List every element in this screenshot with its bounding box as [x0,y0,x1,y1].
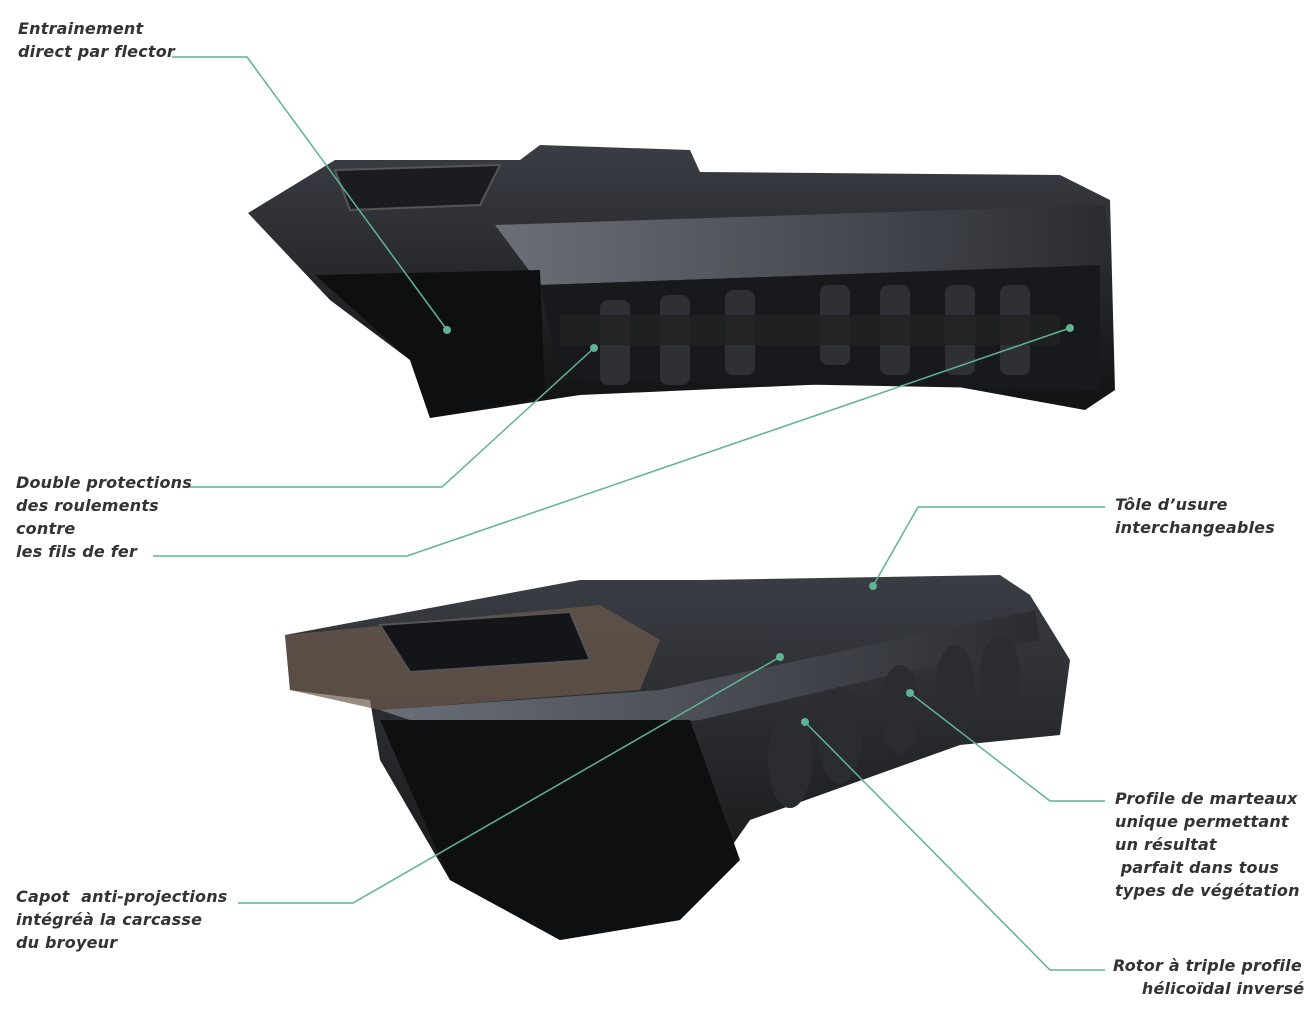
callout-line: Double protections [16,473,192,492]
callout-line: contre [16,519,76,538]
callout-dot [590,344,598,352]
leader-line-capot [238,656,781,904]
callout-capot: Capot anti-projections intégréà la carcas… [16,885,228,954]
callout-roulements: Double protections des roulements contre le… [16,471,192,563]
callout-marteaux: Profile de marteaux unique permettant un r… [1115,787,1300,902]
callout-line: les fils de fer [16,542,138,561]
callout-line: du broyeur [16,933,118,952]
leader-line-roulements-2 [153,327,1071,557]
leader-line-rotor [804,721,1105,971]
callout-dot [869,582,877,590]
callout-line: hélicoïdal inversé [1113,979,1305,998]
callout-flector: Entrainement direct par flector [18,17,175,63]
callout-line: Profile de marteaux [1115,789,1298,808]
callout-line: unique permettant [1115,812,1289,831]
callout-line: des roulements [16,496,159,515]
callout-rotor: Rotor à triple profile hélicoïdal invers… [1113,954,1304,1000]
mulcher-bottom-image [285,575,1070,940]
callout-dot [801,718,809,726]
callout-line: intégréà la carcasse [16,910,203,929]
mulcher-top-image [248,145,1115,418]
callout-line: Rotor à triple profile [1113,956,1302,975]
callout-line: Capot anti-projections [16,887,228,906]
leader-line-tole [872,506,1105,587]
callout-line: direct par flector [18,42,176,61]
callout-line: parfait dans tous [1115,858,1280,877]
callout-line: Entrainement [18,19,144,38]
leader-line-roulements-1 [188,347,595,488]
callout-tole: Tôle d’usure interchangeables [1115,493,1275,539]
callout-dot [776,653,784,661]
callout-line: Tôle d’usure [1115,495,1228,514]
callout-dot [906,689,914,697]
callout-dot [1066,324,1074,332]
callout-line: un résultat [1115,835,1217,854]
callout-line: interchangeables [1115,518,1275,537]
callout-dot [443,326,451,334]
callout-line: types de végétation [1115,881,1300,900]
leader-line-flector [172,56,448,331]
leader-line-marteaux [909,692,1105,802]
